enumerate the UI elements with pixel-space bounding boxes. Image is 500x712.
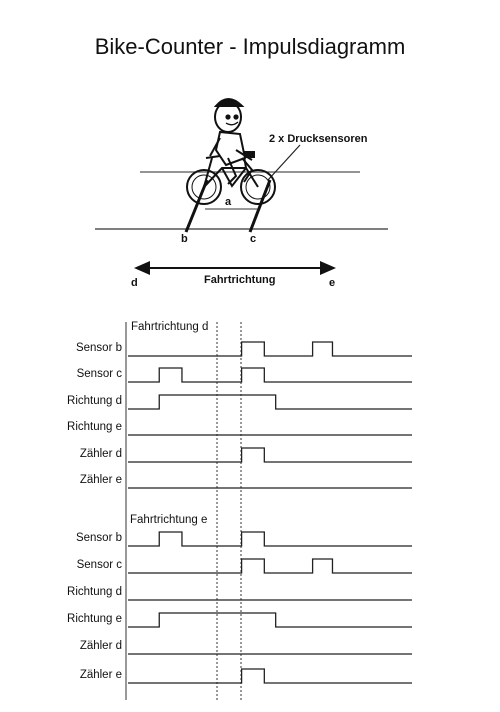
row-label: Sensor c (76, 559, 122, 571)
row-label: Zähler d (79, 640, 122, 652)
arrow-right-icon (320, 261, 336, 275)
row-label: Richtung d (67, 395, 122, 407)
row-label: Richtung e (67, 421, 122, 433)
signal-trace (128, 668, 412, 684)
sensor-c-strip (248, 179, 272, 233)
signal-trace (128, 394, 412, 410)
bike-sensor-illustration (95, 98, 388, 275)
row-label: Sensor b (75, 342, 122, 354)
signal-trace (128, 531, 412, 547)
sensor-b-strip (184, 179, 209, 233)
row-label: Richtung e (67, 613, 122, 625)
direction-d-label: d (131, 277, 138, 289)
direction-e-label: e (329, 277, 336, 289)
page-title: Bike-Counter - Impulsdiagramm (94, 34, 406, 59)
signal-trace (128, 341, 412, 357)
row-label: Sensor c (76, 368, 122, 380)
row-label: Zähler e (79, 474, 122, 486)
signal-trace (128, 612, 412, 628)
row-label: Zähler d (79, 448, 122, 460)
row-label: Richtung d (67, 586, 122, 598)
signal-trace (128, 367, 412, 383)
rider-icon (209, 98, 254, 185)
signal-trace (128, 558, 412, 574)
sensor-c-label: c (250, 233, 257, 245)
row-label: Sensor b (75, 532, 122, 544)
panel-caption-d: Fahrtrichtung d (131, 321, 209, 333)
panel-caption-e: Fahrtrichtung e (130, 514, 208, 526)
distance-label: a (225, 196, 232, 208)
bicycle-icon (186, 151, 276, 205)
sensor-b-label: b (181, 233, 188, 245)
signal-trace (128, 447, 412, 463)
arrow-left-icon (134, 261, 150, 275)
direction-label: Fahrtrichtung (204, 274, 276, 286)
sensor-pointer (267, 144, 301, 181)
row-label: Zähler e (79, 669, 122, 681)
sensor-label: 2 x Drucksensoren (269, 133, 368, 145)
